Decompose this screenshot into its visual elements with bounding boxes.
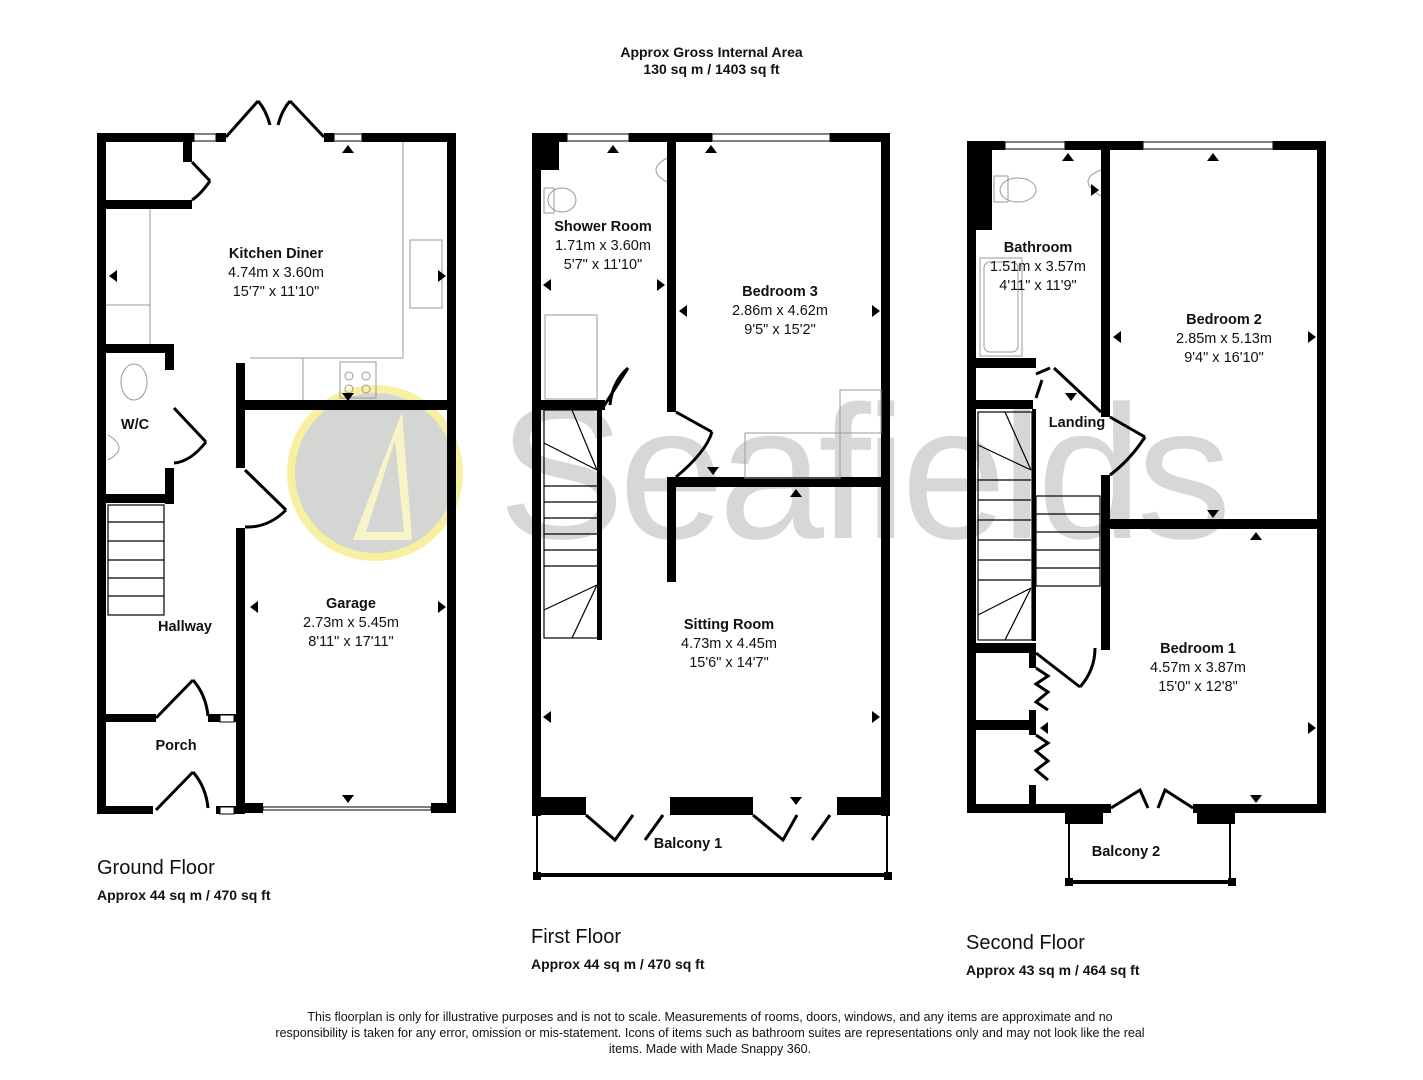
- room-name: Shower Room: [554, 219, 652, 235]
- room-metric: 4.73m x 4.45m: [681, 636, 777, 652]
- room-name: Landing: [1048, 415, 1106, 431]
- header-title: Approx Gross Internal Area: [620, 44, 803, 60]
- room-metric: 2.73m x 5.45m: [303, 615, 399, 631]
- first-floor-walls: [532, 133, 892, 880]
- room-metric: 4.57m x 3.87m: [1150, 660, 1246, 676]
- room-imperial: 15'7" x 11'10": [232, 284, 320, 300]
- room-imperial: 9'5" x 15'2": [744, 322, 816, 338]
- room-hallway: Hallway: [158, 618, 212, 637]
- room-kitchen-diner: Kitchen Diner 4.74m x 3.60m 15'7" x 11'1…: [228, 245, 324, 302]
- room-name: Bedroom 2: [1186, 312, 1262, 328]
- room-name: Garage: [326, 596, 376, 612]
- stairs: [107, 409, 1101, 641]
- room-metric: 1.71m x 3.60m: [555, 238, 651, 254]
- second-floor-area: Approx 43 sq m / 464 sq ft: [966, 962, 1140, 978]
- room-name: Hallway: [158, 619, 212, 635]
- first-floor-area: Approx 44 sq m / 470 sq ft: [531, 956, 705, 972]
- room-name: W/C: [120, 417, 150, 433]
- gross-internal-area-header: Approx Gross Internal Area 130 sq m / 14…: [0, 44, 1423, 78]
- room-imperial: 4'11" x 11'9": [999, 278, 1077, 294]
- room-name: Bedroom 1: [1160, 641, 1236, 657]
- second-floor-walls: [967, 141, 1326, 886]
- room-metric: 2.85m x 5.13m: [1176, 331, 1272, 347]
- room-shower-room: Shower Room 1.71m x 3.60m 5'7" x 11'10": [548, 218, 658, 275]
- room-balcony-1: Balcony 1: [654, 835, 723, 854]
- ground-floor-walls: [97, 133, 456, 814]
- room-imperial: 8'11" x 17'11": [308, 634, 394, 650]
- room-sitting-room: Sitting Room 4.73m x 4.45m 15'6" x 14'7": [681, 616, 777, 673]
- dimension-arrows: [109, 145, 1316, 805]
- windows: [193, 133, 1274, 815]
- doors: [154, 99, 1194, 843]
- room-wc: W/C: [121, 416, 149, 435]
- room-imperial: 15'6" x 14'7": [689, 655, 769, 671]
- room-imperial: 15'0" x 12'8": [1158, 679, 1238, 695]
- room-name: Kitchen Diner: [228, 246, 324, 262]
- sailboat-logo-icon: [287, 385, 463, 561]
- room-bedroom-3: Bedroom 3 2.86m x 4.62m 9'5" x 15'2": [732, 283, 828, 340]
- room-garage: Garage 2.73m x 5.45m 8'11" x 17'11": [303, 595, 399, 652]
- room-metric: 2.86m x 4.62m: [732, 303, 828, 319]
- ground-floor-area: Approx 44 sq m / 470 sq ft: [97, 887, 271, 903]
- first-floor-name: First Floor: [531, 926, 621, 948]
- second-floor-name: Second Floor: [966, 932, 1085, 954]
- fixtures: [106, 142, 1102, 479]
- room-name: Balcony 2: [1091, 844, 1161, 860]
- room-name: Bedroom 3: [742, 284, 818, 300]
- room-bedroom-2: Bedroom 2 2.85m x 5.13m 9'4" x 16'10": [1176, 311, 1272, 368]
- room-metric: 4.74m x 3.60m: [228, 265, 324, 281]
- room-name: Balcony 1: [653, 836, 723, 852]
- disclaimer-text: This floorplan is only for illustrative …: [275, 1010, 1145, 1056]
- room-porch: Porch: [155, 737, 196, 756]
- room-name: Sitting Room: [683, 617, 775, 633]
- room-imperial: 5'7" x 11'10": [563, 257, 643, 273]
- room-name: Porch: [155, 738, 197, 754]
- room-bedroom-1: Bedroom 1 4.57m x 3.87m 15'0" x 12'8": [1150, 640, 1246, 697]
- room-name: Bathroom: [1003, 240, 1073, 256]
- ground-floor-name: Ground Floor: [97, 857, 215, 879]
- room-metric: 1.51m x 3.57m: [990, 259, 1086, 275]
- room-imperial: 9'4" x 16'10": [1184, 350, 1264, 366]
- room-balcony-2: Balcony 2: [1092, 843, 1161, 862]
- room-landing: Landing: [1049, 414, 1105, 433]
- header-total-area: 130 sq m / 1403 sq ft: [643, 61, 780, 77]
- room-bathroom: Bathroom 1.51m x 3.57m 4'11" x 11'9": [990, 239, 1086, 296]
